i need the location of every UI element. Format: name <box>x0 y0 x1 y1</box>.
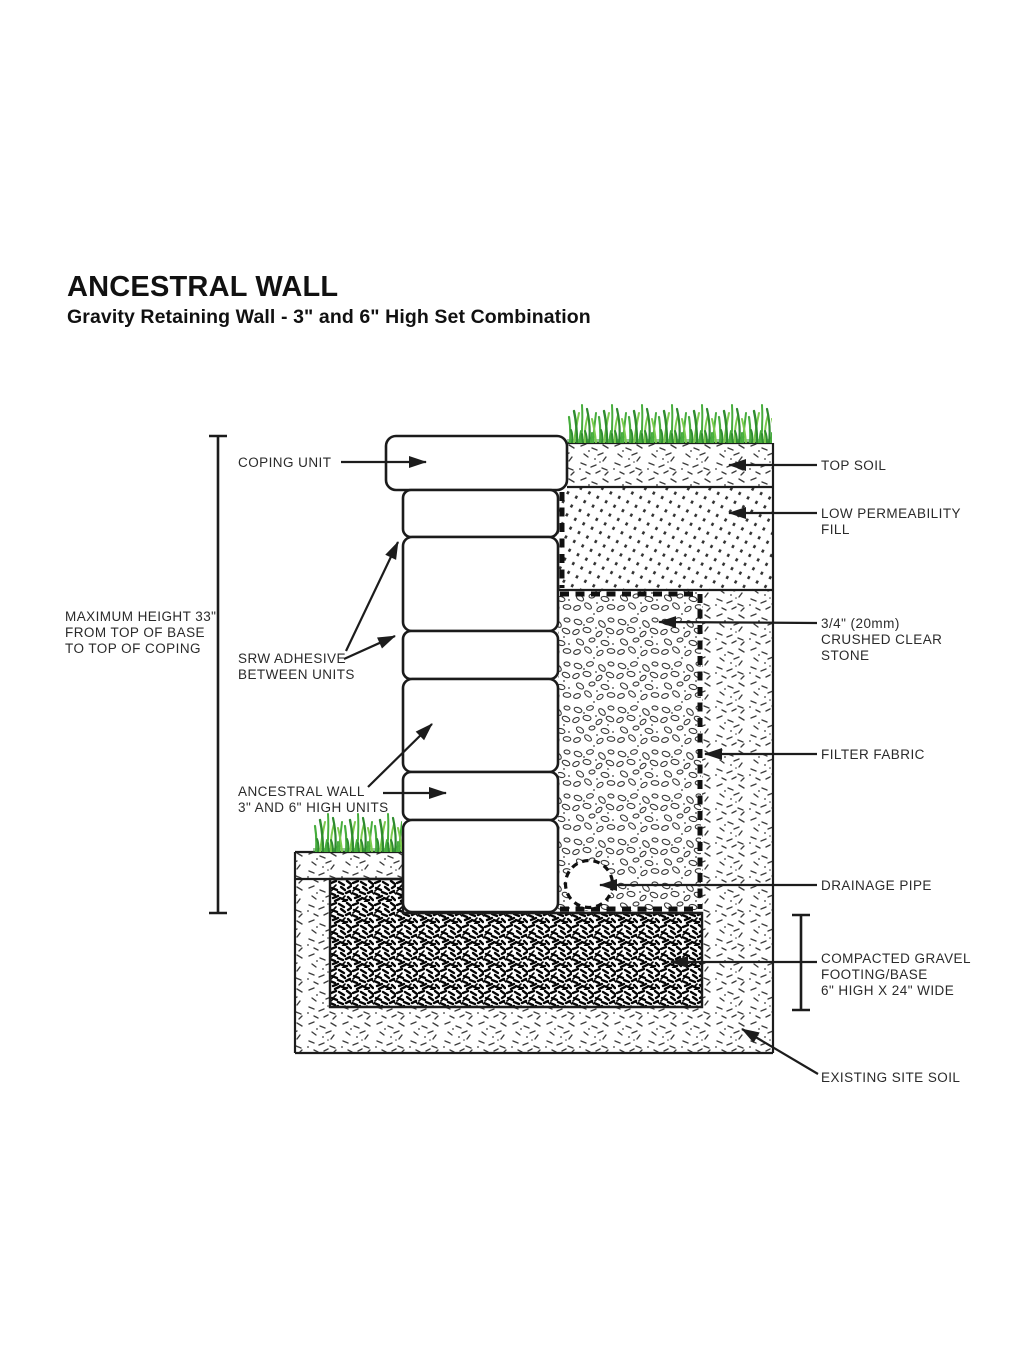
filter-fabric-lines <box>559 492 703 912</box>
wall-block-6in <box>401 677 560 774</box>
grass-right <box>567 403 772 443</box>
compacted-gravel-label: COMPACTED GRAVEL FOOTING/BASE 6" HIGH X … <box>821 951 971 998</box>
crushed-stone-arrow <box>658 616 818 629</box>
srw-adhesive-arrow-upper <box>345 541 399 652</box>
svg-text:FROM TOP OF BASE: FROM TOP OF BASE <box>65 625 205 640</box>
filter-fabric-label: FILTER FABRIC <box>821 747 925 762</box>
wall-block-3in <box>401 629 560 681</box>
wall-block-stack <box>384 434 569 914</box>
drainage-pipe-label: DRAINAGE PIPE <box>821 878 932 893</box>
svg-text:FOOTING/BASE: FOOTING/BASE <box>821 967 928 982</box>
svg-text:BETWEEN UNITS: BETWEEN UNITS <box>238 667 355 682</box>
svg-text:3" AND 6" HIGH UNITS: 3" AND 6" HIGH UNITS <box>238 800 389 815</box>
svg-text:SRW ADHESIVE: SRW ADHESIVE <box>238 651 346 666</box>
svg-text:STONE: STONE <box>821 648 870 663</box>
srw-adhesive-arrow-lower <box>343 634 396 661</box>
max-height-label: MAXIMUM HEIGHT 33" FROM TOP OF BASE TO T… <box>65 609 216 656</box>
low-permeability-fill-region <box>558 487 773 590</box>
top-soil-label: TOP SOIL <box>821 458 886 473</box>
svg-text:CRUSHED CLEAR: CRUSHED CLEAR <box>821 632 942 647</box>
wall-block-6in <box>401 818 560 914</box>
svg-text:6" HIGH X 24" WIDE: 6" HIGH X 24" WIDE <box>821 983 954 998</box>
existing-site-soil-arrow <box>741 1028 819 1075</box>
coping-unit-label: COPING UNIT <box>238 455 331 470</box>
svg-text:COMPACTED GRAVEL: COMPACTED GRAVEL <box>821 951 971 966</box>
ancestral-wall-arrow-upper <box>367 723 433 788</box>
crushed-stone-label: 3/4" (20mm) CRUSHED CLEAR STONE <box>821 616 942 663</box>
page-subtitle: Gravity Retaining Wall - 3" and 6" High … <box>67 306 591 328</box>
existing-site-soil-region <box>295 590 773 1053</box>
callout-arrows <box>341 456 819 1075</box>
crushed-stone-region <box>558 590 701 911</box>
srw-adhesive-label: SRW ADHESIVE BETWEEN UNITS <box>238 651 355 682</box>
svg-text:ANCESTRAL WALL: ANCESTRAL WALL <box>238 784 365 799</box>
wall-block-3in <box>401 488 560 539</box>
svg-text:MAXIMUM HEIGHT 33": MAXIMUM HEIGHT 33" <box>65 609 216 624</box>
page-title: ANCESTRAL WALL <box>67 271 338 303</box>
ancestral-wall-label: ANCESTRAL WALL 3" AND 6" HIGH UNITS <box>238 784 389 815</box>
low-permeability-label: LOW PERMEABILITY FILL <box>821 506 961 537</box>
svg-text:TO TOP OF COPING: TO TOP OF COPING <box>65 641 201 656</box>
svg-text:FILL: FILL <box>821 522 850 537</box>
max-height-dimension-line <box>209 434 227 915</box>
svg-text:3/4" (20mm): 3/4" (20mm) <box>821 616 900 631</box>
grass-left <box>313 812 402 852</box>
wall-block-6in <box>401 535 560 633</box>
existing-site-soil-label: EXISTING SITE SOIL <box>821 1070 960 1085</box>
svg-text:LOW PERMEABILITY: LOW PERMEABILITY <box>821 506 961 521</box>
wall-block-3in <box>401 770 560 822</box>
